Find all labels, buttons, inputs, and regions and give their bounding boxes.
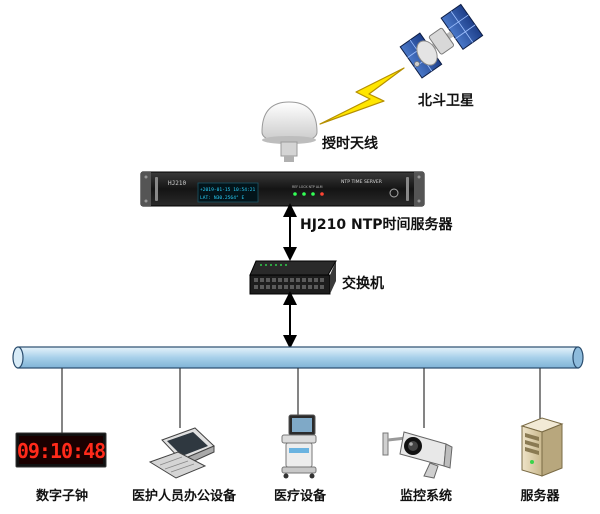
satellite-label: 北斗卫星	[418, 93, 474, 109]
server-display-line1: +2019-01-15 10:54:21	[200, 187, 256, 193]
server-display-line2: LAT: N30.2564° E	[200, 195, 244, 201]
surveillance-camera-icon	[382, 431, 453, 479]
device-label-server: 服务器	[520, 489, 560, 504]
device-label-digital-clock: 数字子钟	[35, 489, 89, 504]
ntp-server-icon: HJ210 +2019-01-15 10:54:21 LAT: N30.2564…	[140, 171, 425, 207]
ref-led	[293, 192, 297, 196]
wireless-signal-icon	[319, 67, 405, 125]
server-label: HJ210 NTP时间服务器	[300, 217, 453, 233]
satellite-icon	[399, 3, 484, 79]
antenna-label: 授时天线	[322, 136, 378, 152]
power-button-icon	[389, 188, 399, 198]
ntp-led	[311, 192, 315, 196]
digital-clock-icon: 09:10:48	[15, 432, 107, 468]
network-bus	[12, 346, 584, 369]
clock-display: 09:10:48	[17, 439, 105, 463]
alm-led	[320, 192, 324, 196]
device-label-monitoring-system: 监控系统	[399, 489, 453, 504]
device-drop-lines	[61, 368, 541, 433]
lock-led	[302, 192, 306, 196]
server-tower-icon	[520, 417, 564, 477]
office-computer-icon	[148, 427, 215, 479]
medical-equipment-icon	[281, 414, 317, 479]
device-label-office-equipment: 医护人员办公设备	[131, 489, 237, 504]
device-label-medical-equipment: 医疗设备	[273, 489, 327, 504]
server-title: NTP TIME SERVER	[341, 179, 383, 185]
server-brand: HJ210	[168, 180, 186, 187]
server-indicator-labels: REF LOCK NTP ALM	[292, 185, 323, 189]
antenna-icon	[261, 101, 318, 162]
network-switch-icon	[249, 260, 337, 295]
switch-label: 交换机	[342, 276, 384, 292]
